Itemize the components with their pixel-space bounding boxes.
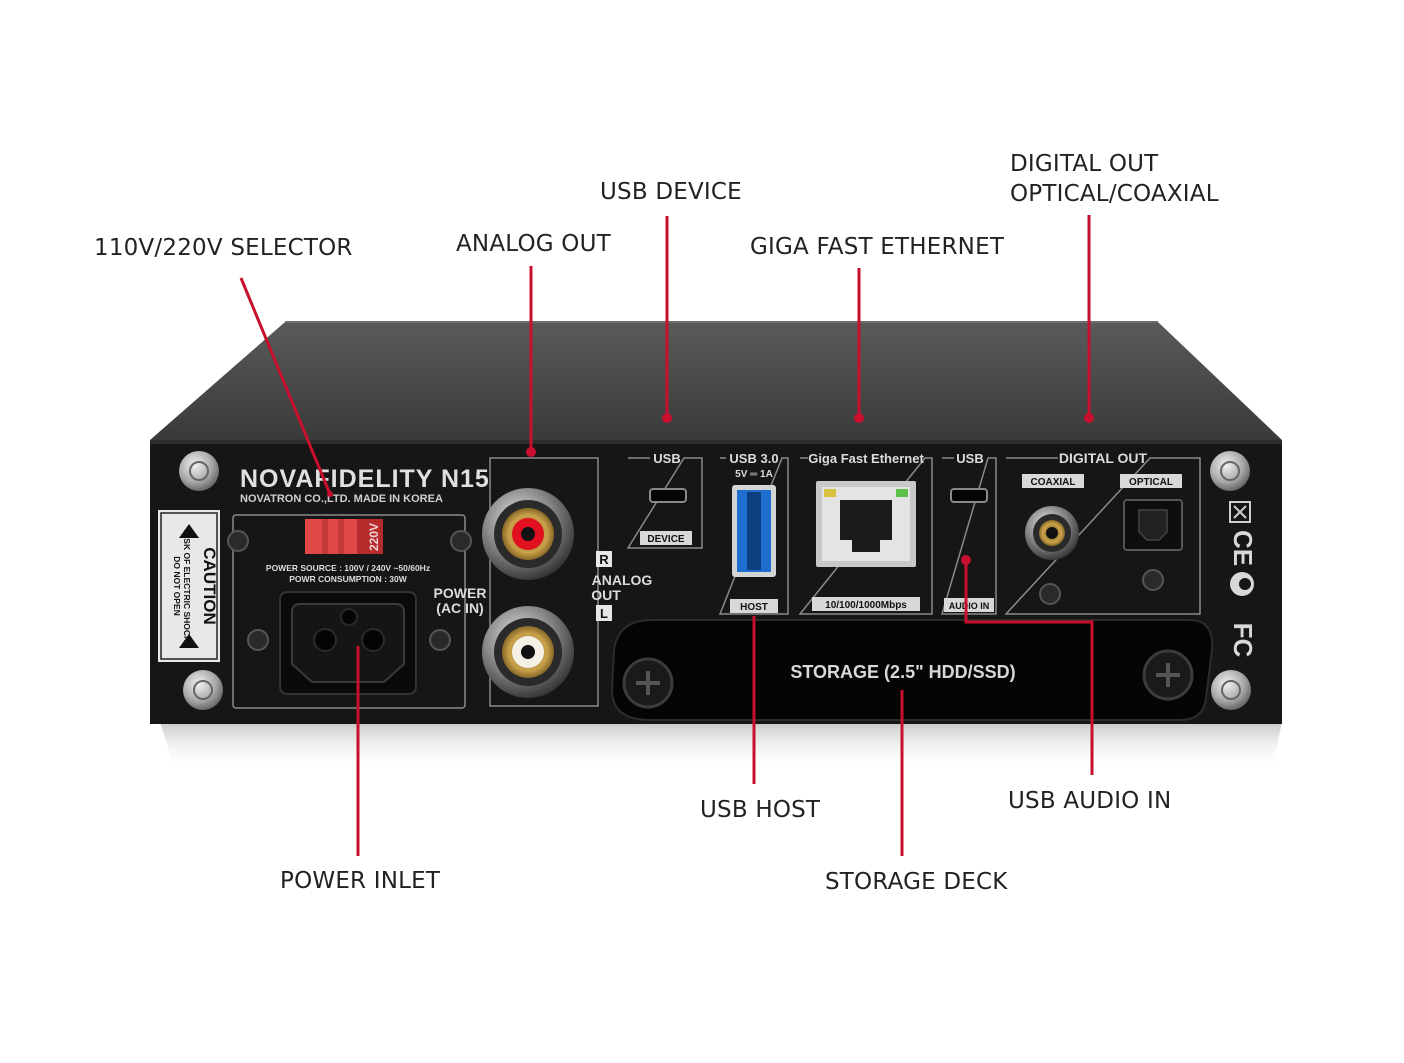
panel-label-usb-audio-top: USB (956, 451, 983, 466)
panel-label-analog-label1: ANALOG (592, 572, 653, 588)
selector-leader (239, 277, 332, 495)
callout-dots (327, 413, 1094, 565)
digital-out-port-group: DIGITAL OUT COAXIAL OPTICAL (1004, 450, 1201, 615)
panel-label-usb-audio-bottom: AUDIO IN (949, 601, 990, 611)
storage-deck-tray: STORAGE (2.5" HDD/SSD) (610, 619, 1214, 721)
usb-host-port-group: USB 3.0 5V ═ 1A HOST (718, 451, 789, 615)
callout-power-inlet: POWER INLET (280, 868, 441, 894)
panel-label-coaxial: COAXIAL (1031, 477, 1076, 488)
callout-voltage-selector: 110V/220V SELECTOR (94, 235, 353, 261)
panel-label-power-consumption: POWR CONSUMPTION : 30W (289, 574, 408, 584)
panel-label-usb-host-top: USB 3.0 (729, 451, 778, 466)
callout-usb-device: USB DEVICE (600, 179, 742, 205)
callout-ethernet: GIGA FAST ETHERNET (750, 234, 1005, 260)
rca-right-jack (482, 488, 574, 580)
callout-analog-out: ANALOG OUT (456, 231, 611, 257)
usb-device-port-group: USB DEVICE (626, 451, 703, 549)
ethernet-port-group: Giga Fast Ethernet 10/100/1000Mbps (798, 451, 933, 615)
panel-label-digital-top: DIGITAL OUT (1059, 450, 1148, 466)
callout-storage-deck: STORAGE DECK (825, 869, 1008, 895)
panel-label-ethernet-bottom: 10/100/1000Mbps (825, 600, 907, 611)
brand-logo: NOVAFIDELITY N15 (240, 465, 490, 493)
caution-sticker: CAUTION RISK OF ELECTRIC SHOCK DO NOT OP… (158, 510, 220, 662)
usb-audio-leader (964, 560, 1094, 775)
panel-label-ethernet-top: Giga Fast Ethernet (808, 451, 924, 466)
panel-label-cert-fc: FC (1228, 623, 1258, 658)
callout-lines (239, 215, 1094, 856)
panel-label-analog-label2: OUT (591, 587, 621, 603)
panel-label-cert-ce: CE (1228, 530, 1258, 566)
rca-left-jack (482, 606, 574, 698)
callout-digital-out-line2: OPTICAL/COAXIAL (1010, 181, 1219, 207)
panel-label-analog-r: R (599, 552, 609, 567)
panel-label-storage: STORAGE (2.5" HDD/SSD) (790, 662, 1015, 682)
device-top-cover (150, 322, 1282, 440)
panel-label-power-source: POWER SOURCE : 100V / 240V ~50/60Hz (266, 563, 430, 573)
maker-text: NOVATRON CO.,LTD. MADE IN KOREA (240, 493, 443, 505)
panel-label-usb-device-top: USB (653, 451, 680, 466)
callout-usb-host: USB HOST (700, 797, 821, 823)
panel-label-voltage: 220V (367, 523, 381, 551)
device-shadow (160, 722, 1282, 770)
voltage-selector-switch: 220V (305, 519, 383, 554)
panel-label-optical: OPTICAL (1129, 477, 1173, 488)
analog-out-frame (489, 457, 599, 707)
panel-label-caution: CAUTION (200, 547, 219, 624)
panel-label-power-label2: (AC IN) (436, 600, 483, 616)
power-section-frame (232, 514, 466, 709)
power-inlet-socket (279, 591, 417, 695)
panel-screws (179, 451, 1251, 710)
panel-label-usb-host-rating: 5V ═ 1A (735, 469, 773, 480)
panel-label-usb-device-bottom: DEVICE (647, 534, 685, 545)
panel-label-caution-sub2: DO NOT OPEN (172, 556, 182, 616)
panel-label-usb-host-bottom: HOST (740, 602, 768, 613)
usb-audio-in-port-group: USB AUDIO IN (940, 451, 997, 615)
panel-label-power-label1: POWER (434, 585, 487, 601)
callout-usb-audio-in: USB AUDIO IN (1008, 788, 1172, 814)
certification-marks: CE FC (1228, 501, 1258, 658)
panel-label-caution-sub1: RISK OF ELECTRIC SHOCK (182, 530, 192, 643)
panel-label-analog-l: L (600, 606, 608, 621)
callout-digital-out-line1: DIGITAL OUT (1010, 151, 1159, 177)
